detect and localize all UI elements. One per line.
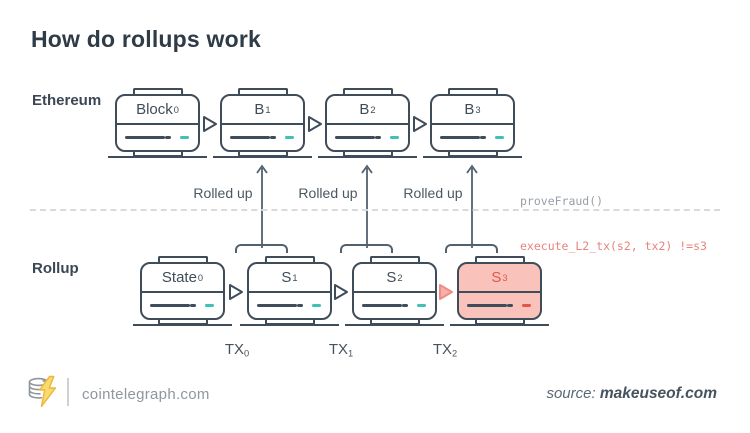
block-bottom-tab — [237, 149, 288, 157]
page-title: How do rollups work — [31, 26, 261, 52]
arrow-up-icon — [466, 164, 478, 248]
block-base-line — [318, 156, 417, 158]
source-name: makeuseof.com — [599, 385, 717, 402]
block-top-tab — [264, 256, 315, 265]
block-bottom-tab — [157, 317, 208, 325]
block-top-tab — [474, 256, 525, 265]
site-url: cointelegraph.com — [82, 386, 210, 403]
block-bottom-tab — [447, 149, 498, 157]
block-bottom-tab — [132, 149, 183, 157]
rolled-up-label-1: Rolled up — [193, 185, 253, 201]
tx-label-0: TX0 — [224, 341, 250, 359]
block-data-dashes — [459, 293, 540, 318]
block-data-dashes — [327, 125, 408, 150]
block-data-dashes — [432, 125, 513, 150]
block-top-tab — [237, 88, 288, 97]
arrow-right-icon — [229, 284, 243, 300]
arrow-right-icon — [308, 116, 322, 132]
block-base-line — [345, 324, 444, 326]
block-base-line — [133, 324, 232, 326]
arrow-up-icon — [361, 164, 373, 248]
rollup-group-bracket-2 — [340, 244, 393, 253]
cointelegraph-logo-icon — [28, 375, 57, 408]
block-bottom-tab — [264, 317, 315, 325]
ethereum-layer-label: Ethereum — [32, 92, 102, 109]
block-data-dashes — [354, 293, 435, 318]
block-top-tab — [342, 88, 393, 97]
rolled-up-label-2: Rolled up — [298, 185, 358, 201]
tx-label-2: TX2 — [432, 341, 458, 359]
block-base-line — [450, 324, 549, 326]
arrow-right-icon — [413, 116, 427, 132]
layer-divider-dashed-line — [30, 209, 720, 211]
block-base-line — [108, 156, 207, 158]
source-credit: source: makeuseof.com — [546, 385, 717, 403]
block-top-tab — [447, 88, 498, 97]
block-bottom-tab — [474, 317, 525, 325]
block-bottom-tab — [342, 149, 393, 157]
source-label: source: — [546, 385, 596, 402]
footer-divider — [67, 378, 69, 406]
arrow-up-icon — [256, 164, 268, 248]
fraud-proof-check: execute_L2_tx(s2, tx2) !=s3 — [520, 239, 707, 253]
block-base-line — [213, 156, 312, 158]
block-data-dashes — [222, 125, 303, 150]
rollup-layer-label: Rollup — [32, 260, 79, 277]
arrow-right-fraud-icon — [439, 284, 453, 300]
arrow-right-icon — [203, 116, 217, 132]
fraud-proof-function: proveFraud() — [520, 194, 604, 208]
block-data-dashes — [142, 293, 223, 318]
block-top-tab — [369, 256, 420, 265]
block-top-tab — [157, 256, 208, 265]
tx-label-1: TX1 — [328, 341, 354, 359]
block-data-dashes — [249, 293, 330, 318]
block-base-line — [423, 156, 522, 158]
rollup-group-bracket-3 — [445, 244, 498, 253]
arrow-right-icon — [334, 284, 348, 300]
block-data-dashes — [117, 125, 198, 150]
block-bottom-tab — [369, 317, 420, 325]
fraud-proof-code: proveFraud() execute_L2_tx(s2, tx2) !=s3 — [520, 164, 707, 284]
block-top-tab — [132, 88, 183, 97]
rollup-group-bracket-1 — [235, 244, 288, 253]
rolled-up-label-3: Rolled up — [403, 185, 463, 201]
block-base-line — [240, 324, 339, 326]
